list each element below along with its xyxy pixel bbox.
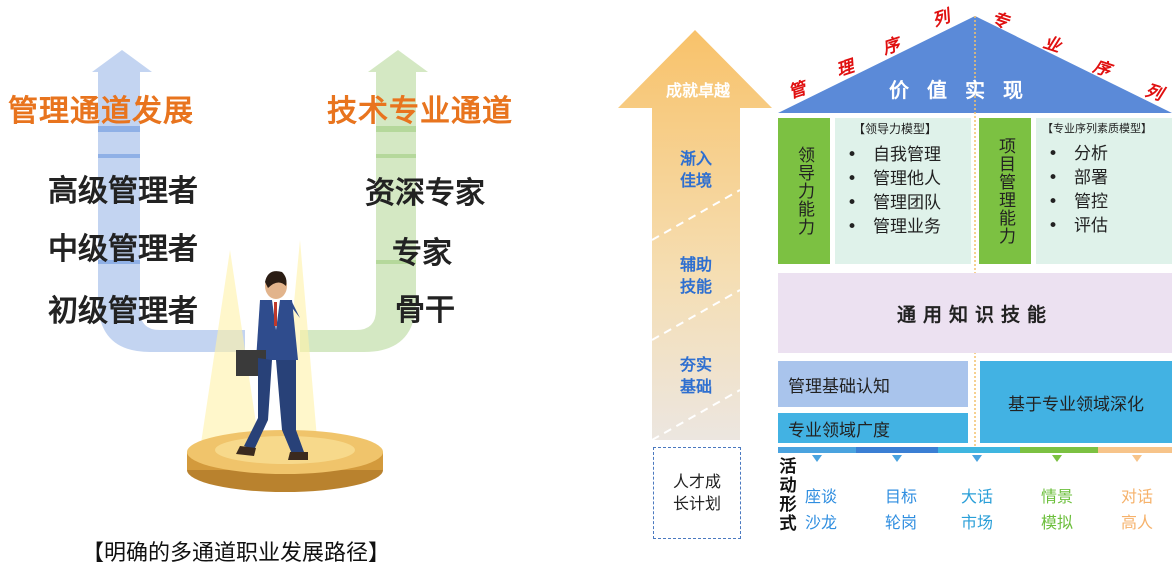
left-caption: 【明确的多通道职业发展路径】	[82, 541, 391, 563]
leadership-item: 自我管理	[841, 143, 965, 167]
project-management-column: 项目管理能力	[979, 118, 1031, 264]
technical-level-backbone: 骨干	[395, 293, 455, 328]
domain-breadth-box: 专业领域广度	[778, 413, 968, 443]
activity-item: 情景 模拟	[1040, 487, 1073, 532]
pedestal	[187, 430, 383, 492]
left-panel: 管理通道发展 技术专业通道 高级管理者 中级管理者 初级管理者 资深专家 专家 …	[0, 0, 560, 563]
management-track-arrow	[92, 50, 245, 352]
arrow-top-label: 成就卓越	[665, 81, 730, 100]
technical-track-arrow	[300, 50, 428, 352]
activity-marker-icon	[972, 455, 982, 462]
leadership-item: 管理他人	[841, 167, 965, 191]
technical-track-title: 技术专业通道	[327, 94, 513, 129]
management-level-middle: 中级管理者	[48, 232, 198, 267]
leadership-column: 领导力能力	[778, 118, 830, 264]
leadership-item: 管理业务	[841, 215, 965, 239]
growth-house-graphic	[618, 16, 1172, 453]
professional-model-box: 【专业序列素质模型】 分析 部署 管控 评估	[1036, 118, 1172, 264]
professional-item: 评估	[1042, 214, 1166, 238]
activity-item: 目标 轮岗	[884, 487, 917, 532]
leadership-model-box: 【领导力模型】 自我管理 管理他人 管理团队 管理业务	[835, 118, 971, 264]
leadership-model-list: 自我管理 管理他人 管理团队 管理业务	[841, 143, 965, 239]
professional-model-title: 【专业序列素质模型】	[1042, 122, 1152, 135]
activity-marker-icon	[1132, 455, 1142, 462]
professional-item: 分析	[1042, 142, 1166, 166]
activity-item: 大话 市场	[960, 487, 993, 532]
right-panel: 价值实现 管 理 序 列 专 业 序 列 成就卓越 渐入佳境 辅助技能 夯实基础…	[600, 0, 1173, 563]
leadership-model-title: 【领导力模型】	[853, 122, 938, 136]
activity-marker-icon	[1052, 455, 1062, 462]
management-level-junior: 初级管理者	[48, 294, 198, 329]
career-path-graphic	[92, 50, 428, 492]
leadership-item: 管理团队	[841, 191, 965, 215]
activity-item: 对话 高人	[1120, 487, 1153, 532]
technical-level-senior-expert: 资深专家	[365, 176, 485, 211]
stage-label-2: 辅助技能	[679, 255, 712, 296]
management-basics-box: 管理基础认知	[778, 361, 968, 407]
activity-marker-icon	[892, 455, 902, 462]
domain-deepening-box: 基于专业领域深化	[980, 361, 1172, 443]
stage-label-1: 渐入佳境	[679, 149, 712, 190]
general-skills-box: 通用知识技能	[778, 273, 1172, 353]
technical-level-expert: 专家	[392, 236, 452, 271]
management-level-senior: 高级管理者	[48, 174, 198, 209]
activity-item: 座谈 沙龙	[804, 487, 837, 532]
roof-title: 价值实现	[889, 78, 1041, 102]
professional-model-list: 分析 部署 管控 评估	[1042, 142, 1166, 238]
activities-label: 活动形式	[779, 457, 797, 534]
professional-item: 部署	[1042, 166, 1166, 190]
businessman-figure	[236, 271, 308, 460]
stage-label-3: 夯实基础	[679, 355, 712, 396]
activity-marker-icon	[812, 455, 822, 462]
management-track-title: 管理通道发展	[8, 94, 194, 129]
talent-growth-plan-box: 人才成长计划	[653, 447, 741, 539]
professional-item: 管控	[1042, 190, 1166, 214]
